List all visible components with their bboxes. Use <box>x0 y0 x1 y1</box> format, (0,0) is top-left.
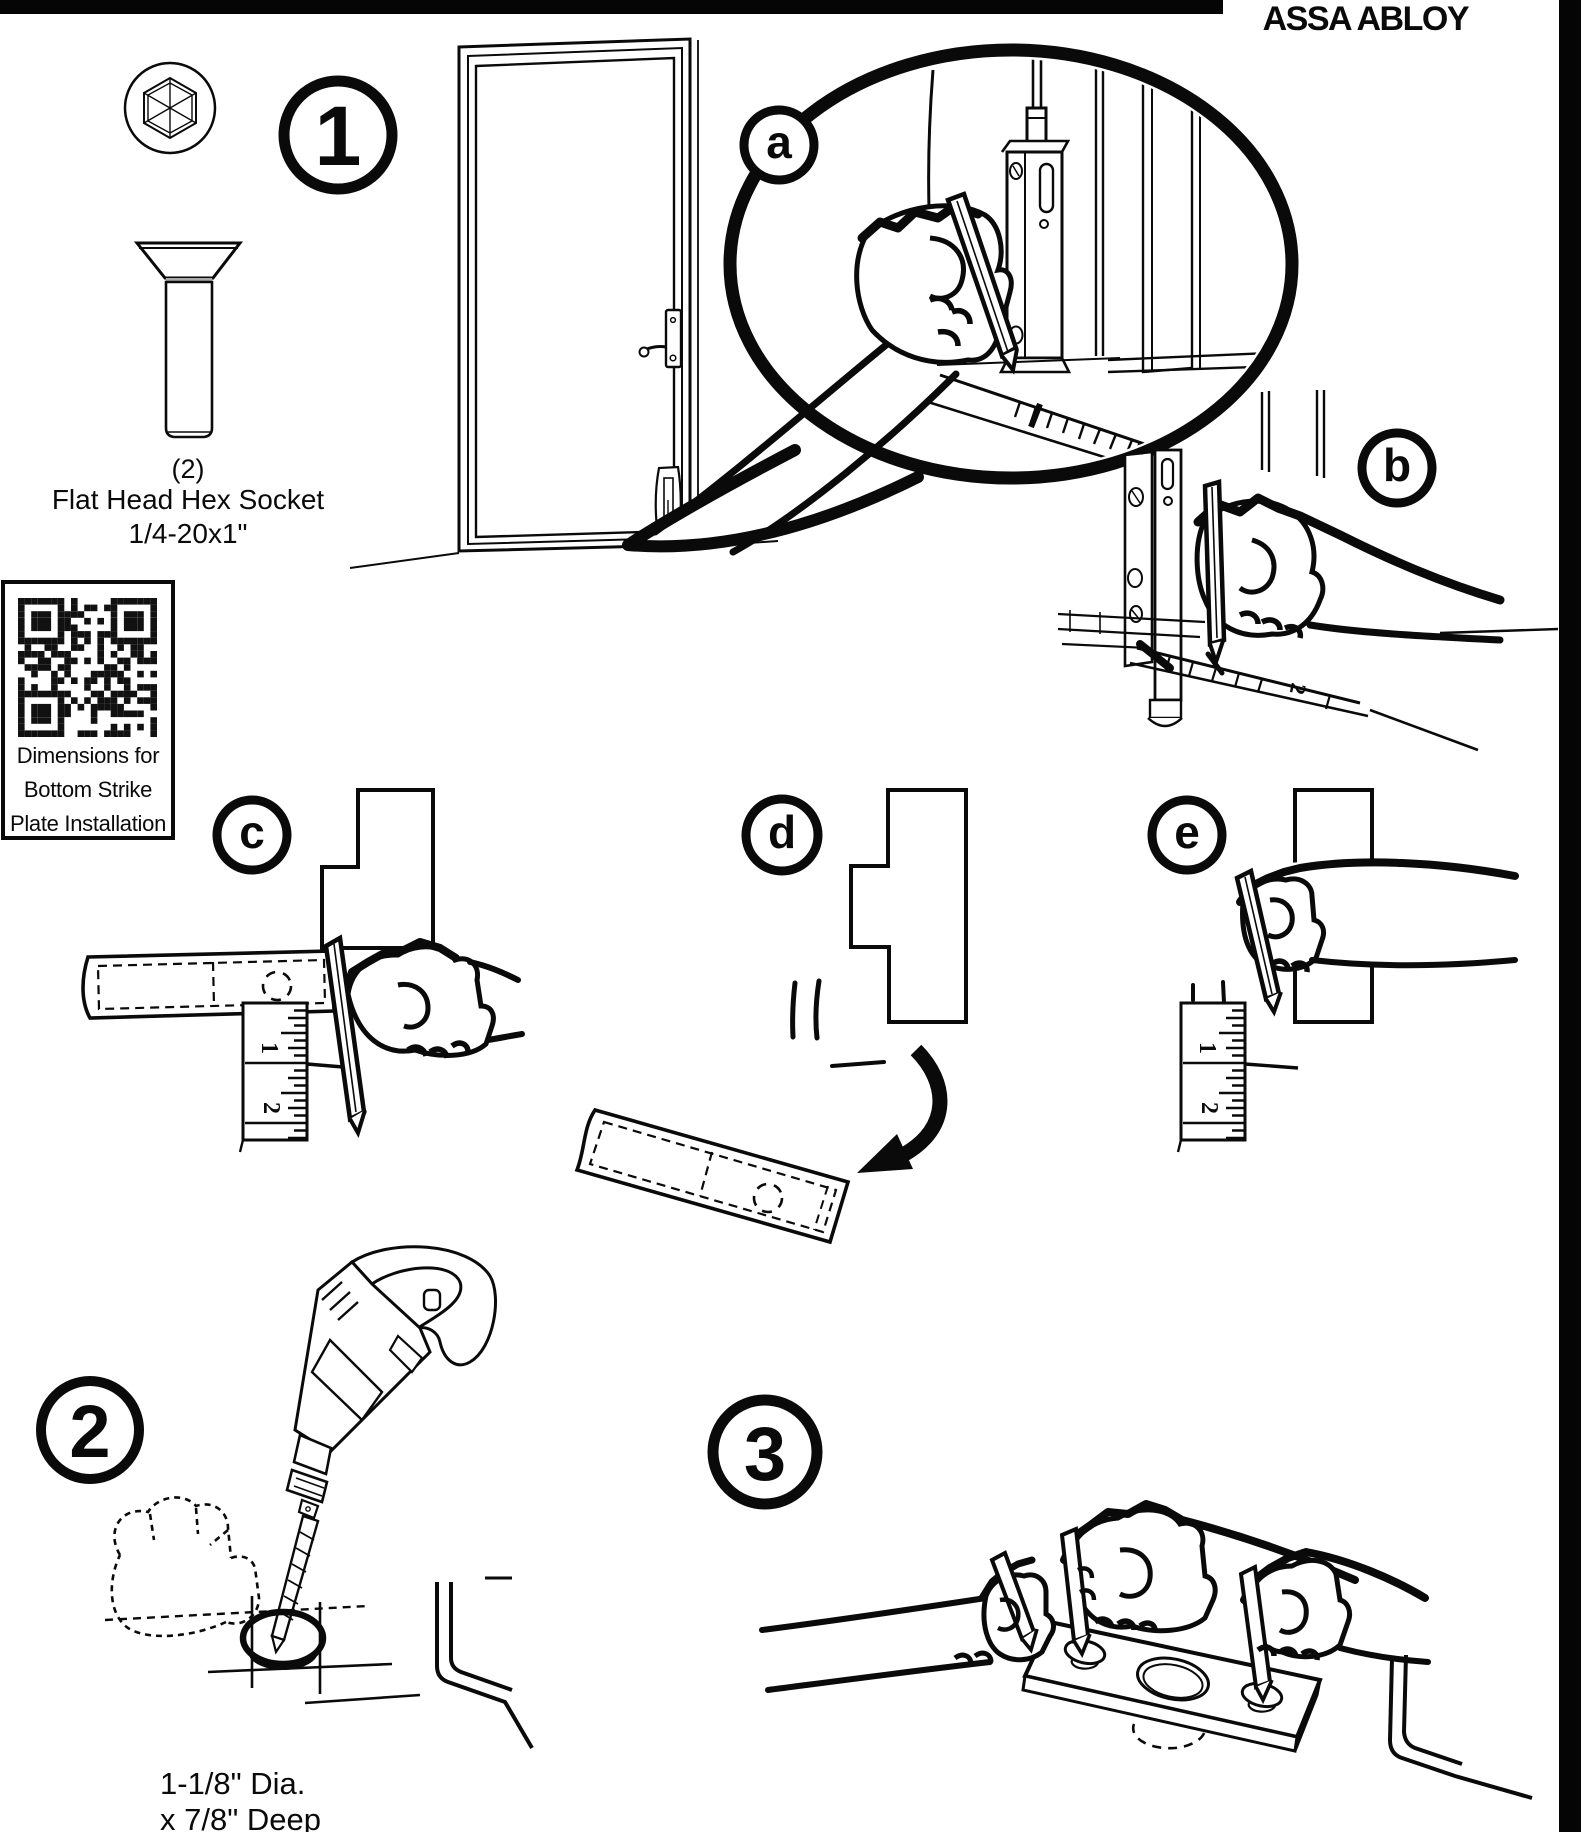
ruler-numeral-2: 2 <box>1196 1102 1222 1114</box>
hole-dimension-line-2: x 7/8" Deep <box>160 1802 321 1832</box>
step-2-number: 2 <box>69 1390 110 1473</box>
step-3-badge: 3 <box>707 1394 823 1510</box>
qr-code: Dimensions for Bottom Strike Plate Insta… <box>1 580 175 840</box>
callout-d-badge: d <box>741 794 823 876</box>
bubble-scene-flush-bolt-marking <box>927 59 1283 469</box>
guide-hand-dashed-icon <box>110 1496 261 1638</box>
door-handle-icon <box>638 308 683 369</box>
page-edge-bar-right <box>1559 0 1581 1832</box>
ruler-icon: 1 2 <box>238 1001 356 1153</box>
power-drill-icon <box>270 1245 497 1655</box>
qr-modules <box>18 598 157 737</box>
hand-with-pencil-icon <box>651 191 1019 556</box>
callout-a-badge: a <box>739 105 819 185</box>
bottom-strike-plate-icon <box>1021 1619 1323 1753</box>
pencil-icon <box>1202 479 1227 669</box>
scene-b-marking: 2 b <box>1057 390 1559 752</box>
scene-d-template-transfer: d <box>574 788 968 1245</box>
callout-b-badge: b <box>1357 428 1437 508</box>
pencil-mark <box>790 980 798 1040</box>
hand-with-pencil-icon <box>323 934 525 1139</box>
marking-template-icon <box>574 1107 851 1245</box>
callout-e-label: e <box>1174 806 1200 858</box>
screw-name-label: Flat Head Hex Socket <box>52 484 325 515</box>
callout-a-label: a <box>766 116 792 168</box>
pencil-icon <box>1234 867 1283 1017</box>
ruler-icon: 1 2 <box>1176 1001 1299 1153</box>
hand-with-pencil-icon <box>1238 1548 1431 1705</box>
frame-bracket <box>1387 1654 1533 1800</box>
ruler-numeral-2: 2 <box>258 1102 284 1114</box>
flat-head-screw-side-view-icon <box>133 241 244 439</box>
step-3-number: 3 <box>744 1412 786 1497</box>
frame-bracket <box>435 1576 534 1750</box>
pencil-mark <box>1191 980 1226 1005</box>
qr-caption-line-2: Bottom Strike <box>24 777 152 802</box>
door-bottom-profile <box>849 788 968 1024</box>
door-illustration <box>349 37 779 569</box>
callout-e-badge: e <box>1147 795 1227 875</box>
curved-arrow-icon <box>857 1044 948 1173</box>
drill-bit-icon <box>270 1514 320 1655</box>
qr-caption-line-1: Dimensions for <box>17 743 160 768</box>
drill-hole <box>104 1596 421 1705</box>
strip-ruler-numeral: 2 <box>1285 681 1312 697</box>
step-3-section: 3 <box>707 1394 1533 1800</box>
scene-c-measure: c 1 2 <box>81 788 525 1153</box>
callout-d-label: d <box>768 806 796 858</box>
step-2-section: 2 <box>36 1245 534 1832</box>
hole-dimension-line-1: 1-1/8" Dia. <box>160 1766 305 1801</box>
pencil-mark <box>813 978 822 1041</box>
pencil-icon <box>989 1550 1039 1654</box>
pencil-icon <box>1059 1526 1092 1658</box>
door-bottom-profile <box>320 788 435 950</box>
step-2-badge: 2 <box>36 1376 144 1484</box>
hand-with-pencil-icon <box>1234 858 1519 1017</box>
page-edge-bar-top <box>0 0 1223 14</box>
callout-bubble: a <box>622 43 1299 556</box>
step-1-badge: 1 <box>278 75 398 195</box>
scene-e-measure: e 1 2 <box>1147 788 1519 1153</box>
callout-c-label: c <box>239 806 265 858</box>
pencil-icon <box>1238 1563 1274 1705</box>
screw-quantity-label: (2) <box>172 454 205 484</box>
pencil-icon <box>945 191 1019 375</box>
brand-logo: ASSA ABLOY <box>1263 0 1470 38</box>
hex-socket-screw-top-view-icon <box>123 61 217 155</box>
hand-with-pencil-icon <box>1193 479 1505 669</box>
hand-with-pencil-icon <box>759 1550 1056 1693</box>
step-1-number: 1 <box>315 89 362 183</box>
ruler-numeral-1: 1 <box>1194 1042 1220 1054</box>
screw-size-label: 1/4-20x1" <box>129 518 248 549</box>
ruler-numeral-1: 1 <box>256 1042 282 1054</box>
callout-c-badge: c <box>212 795 292 875</box>
pencil-icon <box>323 934 367 1139</box>
qr-caption-line-3: Plate Installation <box>10 811 166 836</box>
callout-b-label: b <box>1383 439 1411 491</box>
pencil-mark <box>830 1060 886 1068</box>
